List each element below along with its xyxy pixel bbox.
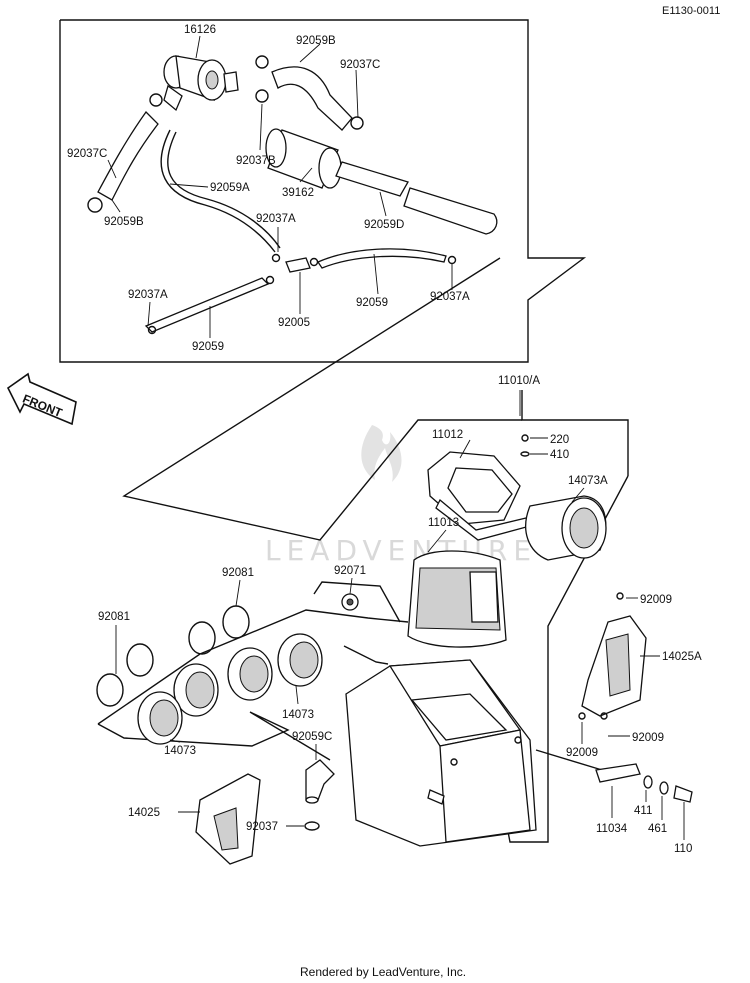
part-92037-clamp [304, 821, 320, 831]
part-92059B-hose-top [271, 66, 353, 131]
callout-92059-left: 92059 [192, 341, 224, 353]
callout-410: 410 [550, 449, 569, 461]
callout-220: 220 [550, 434, 569, 446]
part-220-410-bolt [520, 434, 548, 457]
callout-92037: 92037 [246, 821, 278, 833]
part-11013-air-element [407, 529, 507, 648]
part-92005-fitting [285, 257, 311, 273]
callout-92071: 92071 [334, 565, 366, 577]
callout-92009-top: 92009 [640, 594, 672, 606]
callout-39162: 39162 [282, 187, 314, 199]
part-92059D-hose-a [335, 161, 409, 197]
part-14073A-duct [525, 487, 607, 561]
part-11010A-housing [345, 390, 537, 847]
footer-credit: Rendered by LeadVenture, Inc. [300, 965, 466, 979]
callout-92081-left: 92081 [98, 611, 130, 623]
part-14073-ducts [137, 633, 323, 745]
part-92059D-hose-b [403, 187, 498, 235]
callout-92037A-right: 92037A [430, 291, 470, 303]
callout-92059C: 92059C [292, 731, 332, 743]
part-39162-filter [265, 128, 342, 189]
callout-92009-bottom-left: 92009 [566, 747, 598, 759]
callout-92037A-mid: 92037A [256, 213, 296, 225]
breather-system-inset [59, 19, 587, 363]
callout-16126: 16126 [184, 24, 216, 36]
callout-92059D: 92059D [364, 219, 404, 231]
callout-14073A: 14073A [568, 475, 608, 487]
diagram-code: E1130-0011 [662, 5, 720, 17]
callout-92005: 92005 [278, 317, 310, 329]
part-92059C-elbow [305, 744, 335, 804]
part-11012-cover [427, 439, 531, 541]
callout-14073-right: 14073 [282, 709, 314, 721]
callout-92009-bottom-right: 92009 [632, 732, 664, 744]
callout-14025A: 14025A [662, 651, 702, 663]
callout-92037A-left: 92037A [128, 289, 168, 301]
callout-461: 461 [648, 823, 667, 835]
part-14025A-bracket [578, 592, 660, 744]
front-direction-arrow: FRONT [6, 372, 77, 426]
watermark-flame-icon [361, 425, 402, 482]
inset-leader-lines [107, 35, 453, 338]
part-92071-grommet [341, 577, 359, 611]
part-92059-hose-left [144, 277, 270, 333]
clip-92037C-a [255, 55, 269, 69]
callout-92081-upper: 92081 [222, 567, 254, 579]
part-92059A-tube [160, 129, 276, 253]
callout-11010A: 11010/A [498, 375, 540, 387]
clip-92037C-d [87, 197, 103, 213]
part-92059-hose-right [317, 248, 447, 269]
clip-92037B [255, 89, 269, 103]
callout-14073-left: 14073 [164, 745, 196, 757]
callout-411: 411 [634, 805, 652, 817]
part-16126-valve [163, 55, 239, 112]
callout-92037C-top: 92037C [340, 59, 380, 71]
clip-92037C-b [350, 116, 364, 130]
callout-11013: 11013 [428, 517, 459, 529]
callout-11012: 11012 [432, 429, 463, 441]
callout-92037B: 92037B [236, 155, 276, 167]
clip-92037C-c [149, 93, 163, 107]
inset-frame [59, 19, 587, 363]
part-11034-hardware [595, 763, 693, 840]
callout-110: 110 [674, 843, 692, 855]
callout-92059B-top: 92059B [296, 35, 336, 47]
callout-92059-right: 92059 [356, 297, 388, 309]
callout-92059A: 92059A [210, 182, 250, 194]
callout-92037C-left: 92037C [67, 148, 107, 160]
part-14025-bracket [178, 773, 261, 865]
part-92081-rings [96, 579, 250, 707]
callout-92059B-left: 92059B [104, 216, 144, 228]
callout-11034: 11034 [596, 823, 628, 835]
callout-14025: 14025 [128, 807, 160, 819]
